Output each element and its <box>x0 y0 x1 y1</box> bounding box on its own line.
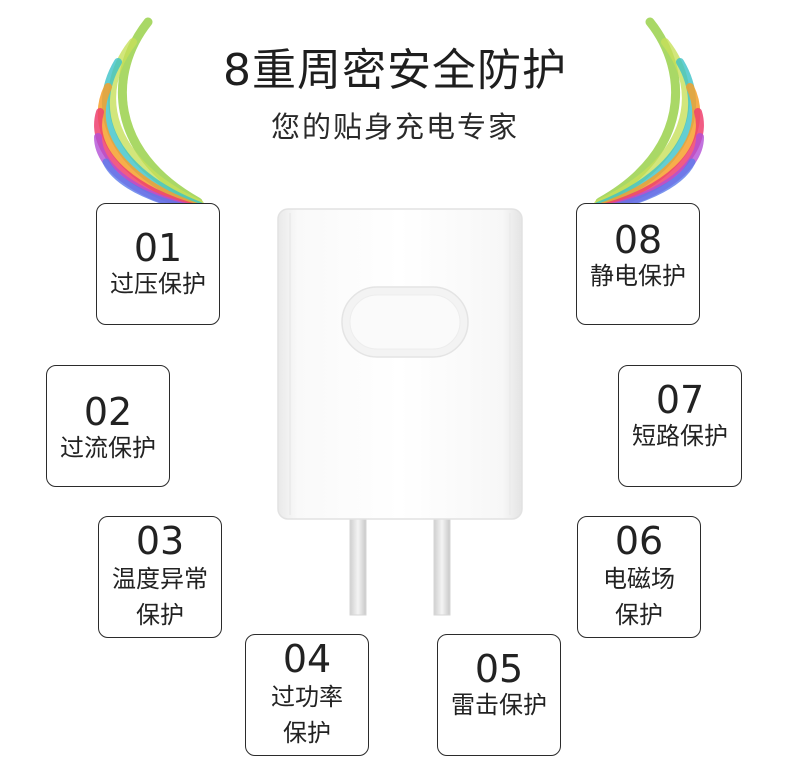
feature-badge-electromagnetic: 06 电磁场 保护 <box>577 516 701 638</box>
feature-label: 过流保护 <box>60 434 156 462</box>
feature-number: 01 <box>133 226 183 270</box>
feature-label: 短路保护 <box>632 422 728 450</box>
feature-label: 温度异常 保护 <box>112 565 208 629</box>
feature-label: 电磁场 保护 <box>603 565 675 629</box>
feature-badge-short-circuit: 07 短路保护 <box>618 365 742 487</box>
feature-label: 过压保护 <box>110 270 206 298</box>
page-subtitle: 您的贴身充电专家 <box>270 110 519 144</box>
rainbow-wing-left-icon <box>94 17 204 212</box>
page-title: 8重周密安全防护 <box>223 45 567 96</box>
feature-label: 雷击保护 <box>451 691 547 719</box>
feature-badge-overvoltage: 01 过压保护 <box>96 203 220 325</box>
usb-charger-icon <box>277 208 523 616</box>
feature-number: 02 <box>83 390 133 434</box>
feature-label: 过功率 保护 <box>271 683 343 747</box>
feature-badge-lightning: 05 雷击保护 <box>437 634 561 756</box>
feature-number: 03 <box>135 519 185 563</box>
feature-number: 05 <box>474 647 524 691</box>
feature-badge-overcurrent: 02 过流保护 <box>46 365 170 487</box>
feature-number: 04 <box>282 637 332 681</box>
feature-number: 06 <box>614 519 664 563</box>
feature-badge-temperature: 03 温度异常 保护 <box>98 516 222 638</box>
feature-number: 08 <box>613 218 663 262</box>
feature-label: 静电保护 <box>590 262 686 290</box>
feature-number: 07 <box>655 378 705 422</box>
feature-badge-static: 08 静电保护 <box>576 203 700 325</box>
feature-badge-overpower: 04 过功率 保护 <box>245 634 369 756</box>
